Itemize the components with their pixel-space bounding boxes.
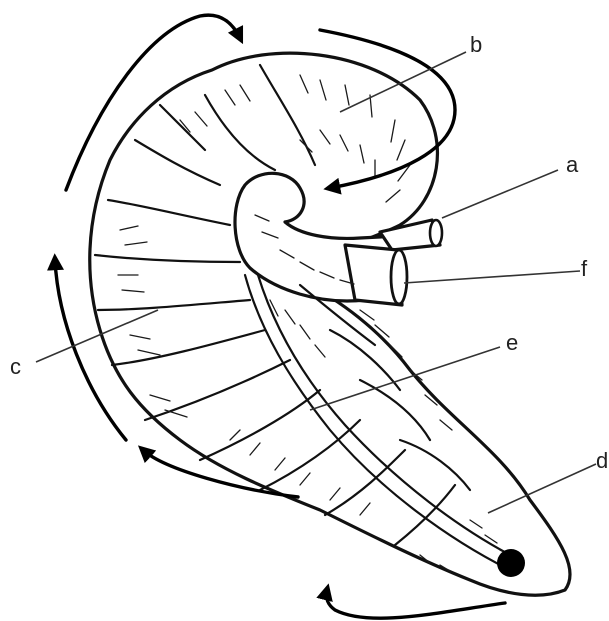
label-a: a [566,152,579,177]
label-e: e [506,330,518,355]
label-d: d [596,448,608,473]
label-c: c [10,354,21,379]
terminal-spot [497,549,525,577]
body-outline [90,53,570,595]
label-b: b [470,32,482,57]
label-f: f [581,256,588,281]
tube-a-opening [430,220,442,246]
tube-f-opening [391,250,407,304]
arrow-bottom [326,590,505,618]
